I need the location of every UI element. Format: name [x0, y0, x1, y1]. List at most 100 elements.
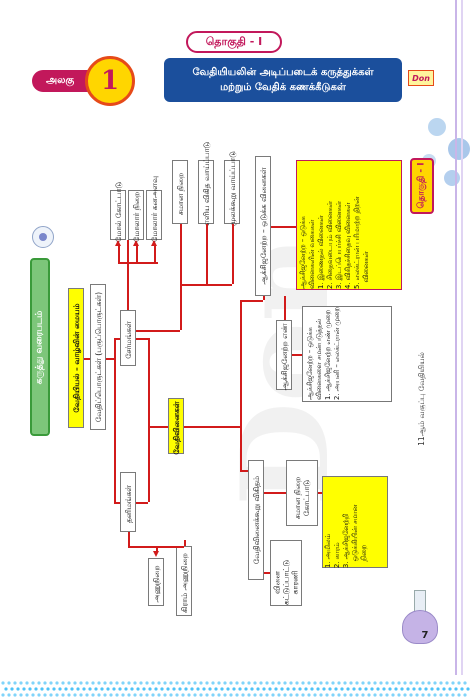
border-dot	[133, 681, 137, 685]
border-dot	[277, 693, 281, 697]
border-dot	[121, 681, 125, 685]
border-dot	[409, 681, 413, 685]
border-dot	[244, 687, 248, 691]
border-dot	[457, 693, 461, 697]
border-dot	[289, 693, 293, 697]
border-dot	[85, 681, 89, 685]
node-molar-mass: மோலார் நிறை	[128, 190, 144, 242]
border-dot	[73, 681, 77, 685]
border-dot	[202, 687, 206, 691]
border-dot	[253, 681, 257, 685]
border-dot	[367, 693, 371, 697]
border-dot	[376, 687, 380, 691]
chapter-title-box: வேதியியலின் அடிப்படைக் கருத்துக்கள் மற்ற…	[164, 58, 402, 102]
border-dot	[4, 687, 8, 691]
border-dot	[82, 687, 86, 691]
border-dot	[271, 681, 275, 685]
border-dot	[1, 681, 5, 685]
border-dot	[343, 681, 347, 685]
border-dot	[145, 693, 149, 697]
border-dot	[55, 693, 59, 697]
border-dot	[145, 681, 149, 685]
border-dot	[250, 687, 254, 691]
border-dot	[364, 687, 368, 691]
border-dot	[424, 687, 428, 691]
node-gram-atomic-mass: கிராம் அணுநிறை	[176, 546, 192, 616]
border-dot	[337, 681, 341, 685]
border-dot	[259, 681, 263, 685]
border-dot	[181, 693, 185, 697]
border-dot	[130, 687, 134, 691]
border-dot	[148, 687, 152, 691]
border-dot	[403, 693, 407, 697]
node-equivalent-mass: சமான நிறை	[172, 160, 188, 224]
border-dot	[307, 693, 311, 697]
border-dot	[370, 687, 374, 691]
border-dot	[433, 693, 437, 697]
border-dot	[142, 687, 146, 691]
border-dot	[421, 693, 425, 697]
border-dot	[13, 681, 17, 685]
border-dot	[52, 687, 56, 691]
border-dot	[49, 693, 53, 697]
border-dot	[340, 687, 344, 691]
border-dot	[349, 681, 353, 685]
border-dot	[385, 693, 389, 697]
border-dot	[439, 681, 443, 685]
border-dot	[355, 693, 359, 697]
chapter-title-line1: வேதியியலின் அடிப்படைக் கருத்துக்கள்	[192, 66, 374, 78]
border-dot	[460, 687, 464, 691]
border-dot	[346, 687, 350, 691]
chapter-number: 1	[100, 66, 120, 96]
border-dot	[307, 681, 311, 685]
border-dot	[397, 681, 401, 685]
border-dot	[22, 687, 26, 691]
border-dot	[31, 681, 35, 685]
border-dot	[325, 681, 329, 685]
border-dot	[298, 687, 302, 691]
border-dot	[25, 681, 29, 685]
border-dot	[295, 693, 299, 697]
border-dot	[391, 693, 395, 697]
border-dot	[397, 693, 401, 697]
border-dot	[67, 693, 71, 697]
border-dot	[103, 693, 107, 697]
border-dot	[259, 693, 263, 697]
border-dot	[256, 687, 260, 691]
border-dot	[448, 687, 452, 691]
border-dot	[7, 681, 11, 685]
border-dot	[403, 681, 407, 685]
border-dot	[445, 693, 449, 697]
chapter-label: அலகு	[46, 75, 75, 86]
border-dot	[289, 681, 293, 685]
atom-icon	[32, 226, 54, 248]
right-stripe-2	[461, 0, 463, 675]
border-dot	[124, 687, 128, 691]
border-dot	[304, 687, 308, 691]
border-dot	[79, 681, 83, 685]
border-dot	[226, 687, 230, 691]
border-dot	[373, 693, 377, 697]
right-stripe	[455, 0, 457, 675]
node-empirical-formula: எளிய விகித வாய்ப்பாடு	[198, 142, 214, 226]
border-dot	[10, 687, 14, 691]
border-dot	[229, 681, 233, 685]
border-dot	[193, 681, 197, 685]
border-dot	[238, 687, 242, 691]
border-dot	[358, 687, 362, 691]
border-dot	[76, 687, 80, 691]
border-dot	[406, 687, 410, 691]
border-dot	[229, 693, 233, 697]
border-dot	[175, 681, 179, 685]
border-dot	[454, 687, 458, 691]
node-elements: தனிமங்கள்	[120, 472, 136, 532]
border-dot	[355, 681, 359, 685]
page-number: 7	[421, 629, 429, 641]
border-dot	[439, 693, 443, 697]
border-dot	[241, 693, 245, 697]
border-dot	[274, 687, 278, 691]
border-dot	[337, 693, 341, 697]
page-number-badge: 7	[412, 624, 438, 646]
border-dot	[178, 687, 182, 691]
node-stoichiometry: வேதிவினைக்கூறு விகிதம்	[248, 460, 264, 580]
